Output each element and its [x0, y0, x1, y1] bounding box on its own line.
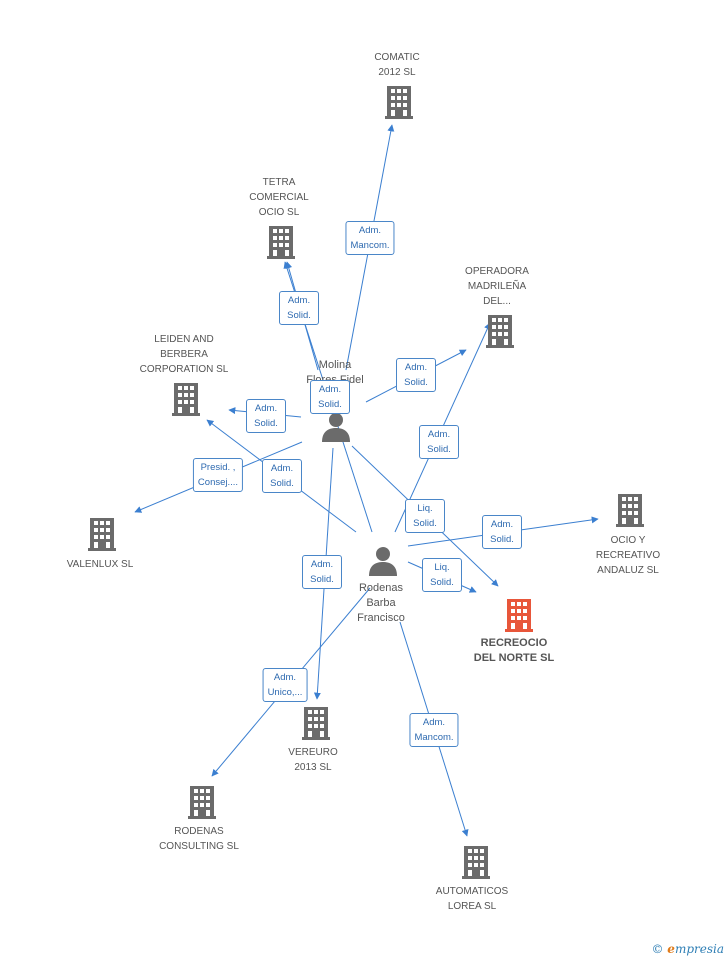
edge-label-e3: Adm. Solid.	[396, 358, 436, 392]
company-label-leiden[interactable]: LEIDEN AND BERBERA CORPORATION SL	[139, 334, 229, 375]
company-building-icon[interactable]	[385, 86, 413, 119]
company-label-vereuro[interactable]: VEREURO 2013 SL	[288, 747, 338, 773]
company-building-icon[interactable]	[616, 494, 644, 527]
company-building-icon[interactable]	[172, 383, 200, 416]
edge-label-e4: Adm. Solid.	[246, 399, 286, 433]
company-label-valenlux[interactable]: VALENLUX SL	[66, 559, 134, 570]
company-label-operadora[interactable]: OPERADORA MADRILEÑA DEL...	[465, 266, 529, 307]
edge-label-e10: Adm. Solid.	[262, 459, 302, 493]
edge-label-e11: Adm. Solid.	[482, 515, 522, 549]
company-building-icon[interactable]	[302, 707, 330, 740]
company-building-icon[interactable]	[188, 786, 216, 819]
edge-label-e13: Adm. Unico,...	[262, 668, 308, 702]
company-building-icon[interactable]	[505, 599, 533, 632]
edge-label-e1: Adm. Mancom.	[345, 221, 395, 255]
person-icon[interactable]	[322, 413, 350, 442]
edge-label-e12: Liq. Solid.	[422, 558, 462, 592]
edge-label-e7: Adm. Solid.	[302, 555, 342, 589]
company-label-tetra[interactable]: TETRA COMERCIAL OCIO SL	[249, 177, 309, 218]
edge-label-e9: Adm. Solid.	[419, 425, 459, 459]
company-label-automaticos[interactable]: AUTOMATICOS LOREA SL	[435, 886, 509, 912]
company-building-icon[interactable]	[486, 315, 514, 348]
company-building-icon[interactable]	[462, 846, 490, 879]
edge-label-e5: Presid. , Consej....	[192, 458, 244, 492]
company-label-recreocio[interactable]: RECREOCIO DEL NORTE SL	[473, 637, 555, 664]
edge-label-e14: Adm. Mancom.	[409, 713, 459, 747]
company-building-icon[interactable]	[267, 226, 295, 259]
empresia-logo: © empresia	[651, 942, 724, 956]
company-label-ocio[interactable]: OCIO Y RECREATIVO ANDALUZ SL	[595, 535, 661, 576]
edge-label-e8: Adm. Solid.	[310, 380, 350, 414]
person-icon[interactable]	[369, 547, 397, 576]
person-label-rodenas[interactable]: Rodenas Barba Francisco	[357, 582, 405, 624]
edge-label-e6: Liq. Solid.	[405, 499, 445, 533]
edge-label-e2: Adm. Solid.	[279, 291, 319, 325]
company-building-icon[interactable]	[88, 518, 116, 551]
company-label-comatic[interactable]: COMATIC 2012 SL	[374, 52, 420, 78]
company-label-rodenasc[interactable]: RODENAS CONSULTING SL	[159, 826, 239, 852]
